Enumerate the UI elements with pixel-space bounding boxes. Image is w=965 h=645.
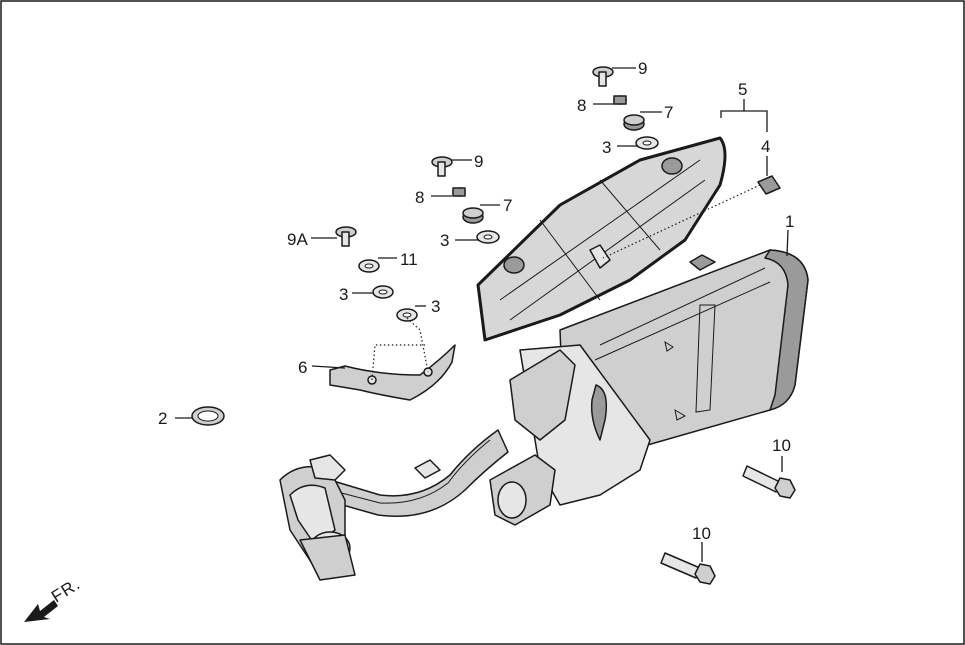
callout-4: 4 [761,137,770,156]
fastener-stack-upper [592,66,659,150]
callout-8-upper: 8 [577,96,586,115]
clip-part-4 [757,175,781,195]
callout-10-upper: 10 [772,436,791,455]
front-arrow-icon [24,600,58,622]
callout-5: 5 [738,80,747,99]
bolt-part-10-lower [660,552,716,585]
heat-protector [476,136,727,342]
callout-6: 6 [298,358,307,377]
callout-3-right: 3 [431,297,440,316]
callout-2: 2 [158,409,167,428]
callout-9A: 9A [287,230,308,249]
callout-1: 1 [785,212,794,231]
callout-8-middle: 8 [415,188,424,207]
callout-9-upper: 9 [638,59,647,78]
callout-7-middle: 7 [503,196,512,215]
fastener-stack-middle [431,156,500,244]
bracket-part-6 [329,344,456,401]
bolt-part-10-upper [742,465,796,499]
callout-10-lower: 10 [692,524,711,543]
leader-lines [175,67,789,562]
callout-7-upper: 7 [664,103,673,122]
callout-9-middle: 9 [474,152,483,171]
exhaust-pipe [279,429,509,581]
muffler-assembly [489,249,809,526]
gasket-part-2 [191,406,225,426]
callout-3-middle: 3 [440,231,449,250]
assembly-line-bracket-left [371,344,425,381]
assembly-line-clip [602,184,761,259]
fastener-stack-left [335,226,418,322]
callout-3-left: 3 [339,285,348,304]
front-direction-indicator: FR. [24,574,84,622]
callout-11: 11 [400,250,418,269]
callout-3-upper: 3 [602,138,611,157]
